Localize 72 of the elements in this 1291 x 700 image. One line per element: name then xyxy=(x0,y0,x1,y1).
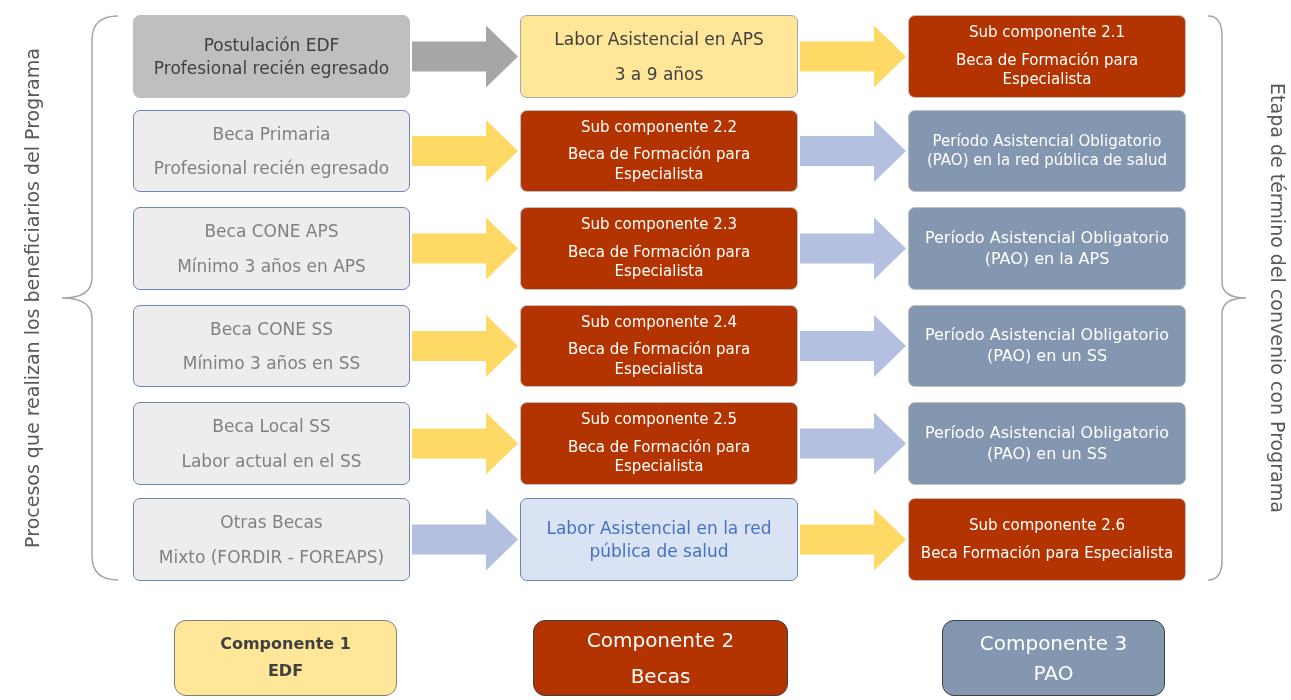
box-title: Sub componente 2.3 xyxy=(581,215,737,235)
process-box xyxy=(133,498,410,581)
box-text: EDF xyxy=(267,661,304,682)
box-text: Beca de Formación para Especialista xyxy=(954,50,1140,90)
box-title: Beca Primaria xyxy=(212,122,331,145)
box-text: Labor Asistencial en la red pública de salud xyxy=(545,517,773,562)
block-arrow xyxy=(412,25,518,88)
box-title: Beca Local SS xyxy=(212,415,331,438)
block-arrow xyxy=(412,508,518,571)
process-box xyxy=(133,402,410,485)
box-title: Labor Asistencial en APS xyxy=(554,28,764,51)
box-text: Mínimo 3 años en APS xyxy=(177,254,366,277)
box-text: Beca de Formación para Especialista xyxy=(566,242,752,282)
block-arrow xyxy=(412,217,518,280)
box-title: Componente 1 xyxy=(220,634,351,655)
process-box xyxy=(520,305,798,387)
process-box xyxy=(908,15,1186,98)
box-text: Beca Formación para Especialista xyxy=(920,543,1174,563)
block-arrow xyxy=(412,412,518,475)
process-box xyxy=(133,110,410,192)
box-title: Sub componente 2.4 xyxy=(581,312,737,333)
component-box xyxy=(942,620,1165,696)
process-box xyxy=(908,305,1186,387)
block-arrow xyxy=(412,120,518,182)
box-text: Profesional recién egresado xyxy=(153,56,390,79)
block-arrow xyxy=(800,412,906,475)
process-box xyxy=(908,110,1186,192)
component-box xyxy=(533,620,788,696)
box-text: Becas xyxy=(630,663,691,689)
process-box xyxy=(520,498,798,581)
box-text: Mínimo 3 años en SS xyxy=(182,352,361,375)
box-title: Beca CONE APS xyxy=(204,220,339,243)
process-box xyxy=(520,15,798,98)
box-text: Período Asistencial Obligatorio (PAO) en la red pública de salud xyxy=(925,131,1169,171)
box-title: Sub componente 2.1 xyxy=(969,23,1125,43)
process-box xyxy=(908,498,1186,581)
box-title: Componente 3 xyxy=(979,630,1128,656)
process-box xyxy=(133,207,410,290)
box-text: Beca de Formación para Especialista xyxy=(566,145,752,185)
side-label: Etapa de término del convenio con Programa xyxy=(1266,83,1289,513)
box-text: Beca de Formación para Especialista xyxy=(566,437,752,477)
side-label: Procesos que realizan los beneficiarios del Programa xyxy=(20,48,43,548)
box-title: Sub componente 2.6 xyxy=(969,516,1125,536)
box-title: Beca CONE SS xyxy=(210,317,333,340)
block-arrow xyxy=(800,315,906,377)
process-box xyxy=(908,207,1186,290)
box-title: Componente 2 xyxy=(586,627,735,653)
box-text: Período Asistencial Obligatorio (PAO) en un SS xyxy=(923,325,1171,367)
block-arrow xyxy=(800,217,906,280)
box-text: Labor actual en el SS xyxy=(181,449,362,472)
block-arrow xyxy=(800,120,906,182)
box-text: Profesional recién egresado xyxy=(153,157,390,180)
box-text: Beca de Formación para Especialista xyxy=(566,340,752,380)
box-text: Período Asistencial Obligatorio (PAO) en la APS xyxy=(923,227,1171,270)
box-title: Postulación EDF xyxy=(203,34,340,57)
box-text: PAO xyxy=(1033,660,1074,686)
box-text: Mixto (FORDIR - FOREAPS) xyxy=(158,545,385,568)
box-text: Período Asistencial Obligatorio (PAO) en un SS xyxy=(923,422,1171,465)
box-title: Sub componente 2.5 xyxy=(581,410,737,430)
block-arrow xyxy=(412,315,518,377)
block-arrow xyxy=(800,25,906,88)
component-box xyxy=(174,620,397,696)
block-arrow xyxy=(800,508,906,571)
process-box xyxy=(133,305,410,387)
box-text: 3 a 9 años xyxy=(614,62,704,85)
process-box xyxy=(520,402,798,485)
process-box xyxy=(520,207,798,290)
box-title: Otras Becas xyxy=(220,511,323,534)
process-box xyxy=(133,15,410,98)
process-box xyxy=(520,110,798,192)
process-box xyxy=(908,402,1186,485)
box-title: Sub componente 2.2 xyxy=(581,117,737,138)
